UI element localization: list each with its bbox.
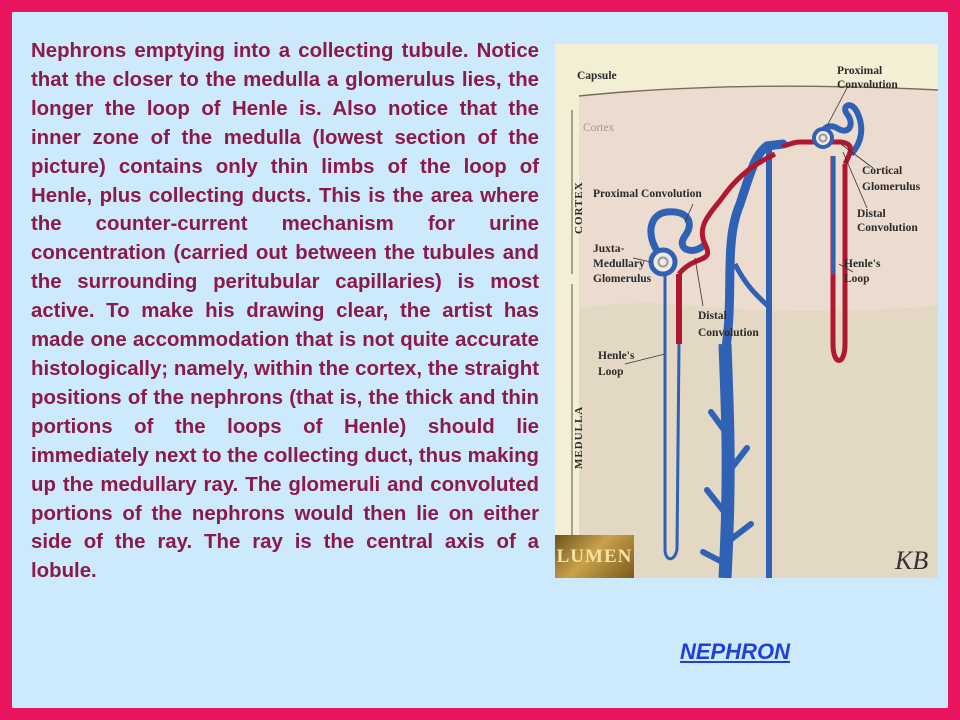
cortical-glomerulus-core — [818, 133, 828, 143]
label-henle-left-1: Henle's — [598, 350, 635, 362]
label-distal-right-1: Distal — [857, 208, 886, 220]
nephron-diagram: Capsule Cortex Proximal Convolution Cort… — [555, 44, 938, 578]
capsule-line — [578, 85, 938, 97]
nephron-figure: Capsule Cortex Proximal Convolution Cort… — [555, 44, 938, 578]
cortical-glomerulus — [812, 127, 834, 149]
label-medulla-side: MEDULLA — [573, 406, 585, 469]
cortical-proximal-convolution — [819, 102, 865, 157]
collecting-duct-branches — [700, 409, 754, 567]
cortical-loop — [830, 156, 848, 363]
label-proximal-top-1: Proximal — [837, 65, 882, 77]
jm-proximal-convolution — [647, 208, 708, 257]
label-cortex-side: CORTEX — [573, 181, 585, 234]
nephron-link[interactable]: NEPHRON — [680, 639, 791, 664]
label-distal-right-2: Convolution — [857, 222, 918, 234]
label-cortical-glomerulus-1: Cortical — [862, 165, 902, 177]
label-henle-right-2: Loop — [844, 273, 870, 285]
lumen-logo: LUMEN — [555, 535, 634, 578]
label-juxta-1: Juxta- — [593, 243, 624, 255]
collecting-duct-main — [718, 343, 735, 578]
label-juxta-2: Medullary — [593, 258, 645, 270]
label-henle-left-2: Loop — [598, 366, 624, 378]
jm-glomerulus — [648, 247, 678, 277]
label-proximal-top-2: Convolution — [837, 79, 898, 91]
collecting-duct-join — [732, 262, 770, 308]
slide-background: Nephrons emptying into a collecting tubu… — [12, 12, 948, 708]
artist-signature: KB — [894, 546, 928, 575]
collecting-duct-upper — [720, 139, 788, 359]
body-text: Nephrons emptying into a collecting tubu… — [31, 40, 539, 583]
jm-distal-convolution — [677, 151, 777, 276]
label-cortical-glomerulus-2: Glomerulus — [862, 181, 921, 193]
leader-lines — [624, 85, 874, 365]
medulla-zone — [579, 303, 938, 578]
label-proximal-left: Proximal Convolution — [593, 188, 702, 200]
label-distal-left-1: Distal — [698, 310, 727, 322]
label-henle-right-1: Henle's — [844, 258, 881, 270]
label-cortex-region: Cortex — [583, 122, 615, 134]
jm-glomerulus-core — [657, 256, 669, 268]
label-juxta-3: Glomerulus — [593, 273, 652, 285]
label-capsule: Capsule — [577, 70, 617, 82]
jm-loop-descending — [663, 274, 681, 561]
label-distal-left-2: Convolution — [698, 327, 759, 339]
